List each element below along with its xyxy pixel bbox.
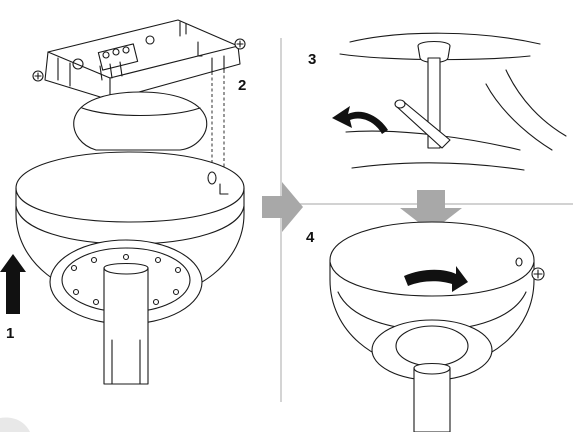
cross-pin bbox=[395, 101, 451, 149]
left-panel: 1 2 bbox=[0, 19, 246, 385]
step-3-panel: 3 bbox=[308, 32, 567, 171]
step-number-3: 3 bbox=[308, 51, 316, 68]
transition-arrow-right bbox=[262, 182, 303, 232]
step-number-1: 1 bbox=[6, 325, 14, 342]
corner-shape bbox=[0, 417, 30, 432]
step-number-4: 4 bbox=[306, 229, 315, 246]
canopy-screw-holes bbox=[70, 253, 182, 306]
step-number-2: 2 bbox=[238, 77, 246, 94]
canopy-step4 bbox=[329, 221, 545, 381]
downrod-left bbox=[103, 262, 149, 385]
step-4-panel: 4 bbox=[306, 221, 545, 432]
lift-arrow-up bbox=[0, 254, 26, 314]
bracket-screw-right bbox=[234, 38, 246, 50]
bracket-screw-left bbox=[32, 70, 44, 82]
mounting-bracket bbox=[32, 19, 246, 101]
terminal-block bbox=[97, 43, 139, 81]
downrod-step4 bbox=[413, 362, 451, 432]
rotate-arrow bbox=[404, 266, 468, 292]
pin-insert-arrow bbox=[332, 106, 388, 134]
hanger-ball bbox=[73, 91, 208, 151]
transition-arrow-down bbox=[400, 190, 462, 232]
canopy-screw-step4 bbox=[515, 257, 545, 281]
alignment-dashes bbox=[211, 70, 225, 186]
